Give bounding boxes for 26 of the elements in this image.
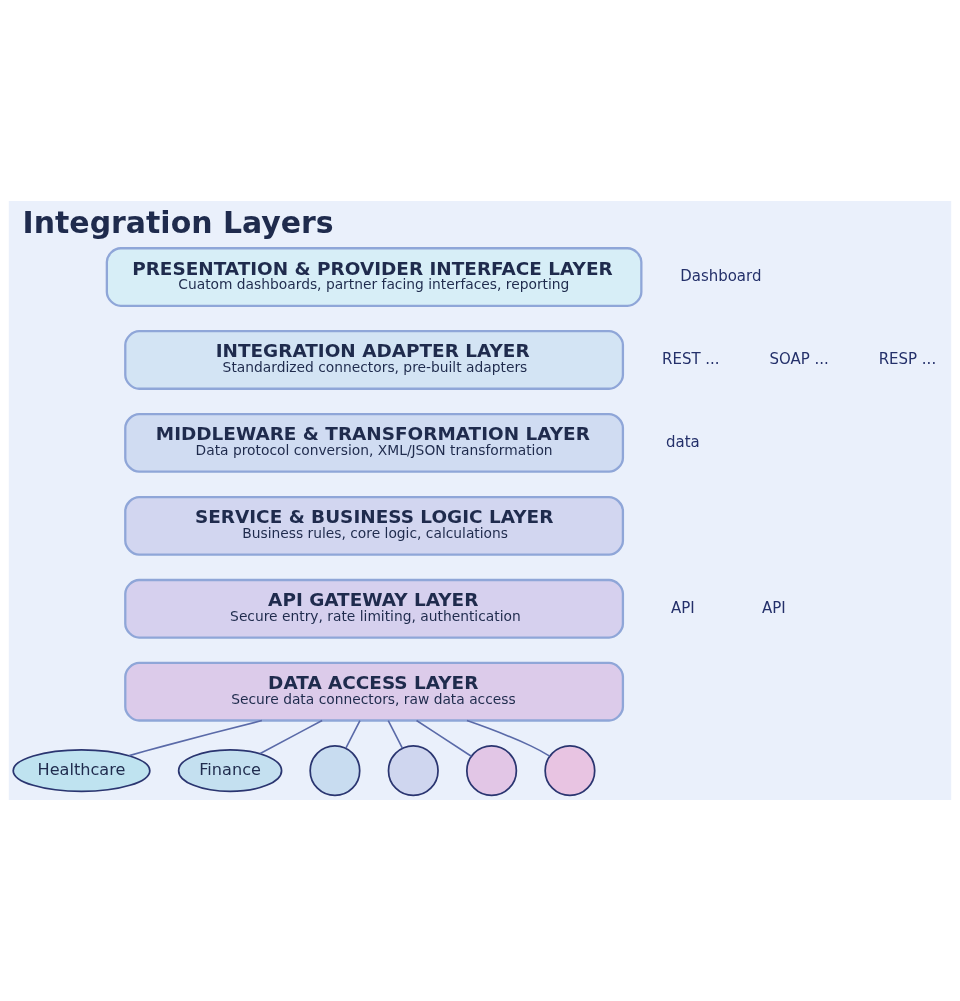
label: data	[665, 432, 700, 451]
node-ellipse: Finance	[177, 749, 283, 793]
node-box: MIDDLEWARE & TRANSFORMATION LAYER Data protocol conversion, XML/JSON transformation	[124, 412, 625, 473]
label: Dashboard	[680, 266, 762, 285]
diagram-title: Integration Layers	[22, 205, 334, 241]
connector	[387, 719, 404, 749]
node-circle	[387, 745, 439, 797]
label: REST ...	[662, 349, 720, 368]
node-circle	[544, 745, 596, 797]
node-ellipse: Healthcare	[12, 749, 151, 793]
node-box: INTEGRATION ADAPTER LAYER Standardized connectors, pre-built adapters	[124, 330, 625, 390]
connector	[415, 719, 473, 758]
label: SOAP ...	[769, 349, 829, 368]
connector	[128, 719, 263, 757]
connector	[259, 719, 323, 755]
node-box: API GATEWAY LAYER Secure entry, rate limiting, authentication	[124, 578, 625, 639]
label: RESP ...	[878, 349, 937, 368]
label: API	[761, 598, 786, 617]
node-box: SERVICE & BUSINESS LOGIC LAYER Business rules, core logic, calculations	[124, 495, 625, 556]
node-circle	[465, 745, 518, 797]
label: API	[670, 598, 695, 617]
connector	[466, 719, 551, 757]
node-box: DATA ACCESS LAYER Secure data connectors, raw data access	[124, 661, 625, 722]
connector	[345, 719, 361, 749]
node-box: PRESENTATION & PROVIDER INTERFACE LAYER Cuatom dashboards, partner facing interfaces, reporting	[105, 247, 643, 307]
node-circle	[309, 745, 361, 797]
